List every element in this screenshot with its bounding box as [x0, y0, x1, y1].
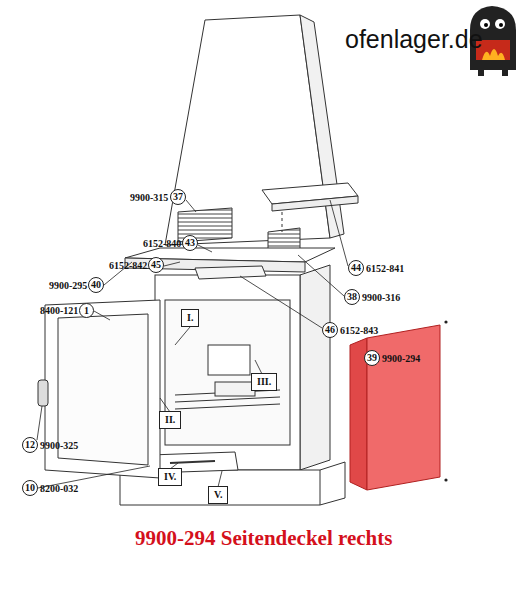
part-number: 6152-842	[109, 260, 147, 271]
part-number: 9900-294	[382, 353, 420, 364]
callout-circle: 39	[364, 350, 380, 366]
callout-number: 37	[173, 192, 183, 202]
detail-marker: V.	[214, 490, 222, 500]
leader-lines	[37, 200, 348, 488]
part-number: 8400-121	[40, 305, 78, 316]
callout-number: 45	[151, 260, 161, 270]
part-number: 6152-843	[340, 325, 378, 336]
callout-number: 40	[91, 280, 101, 290]
callout-circle: 12	[22, 437, 38, 453]
part-number: 6152-840	[143, 238, 181, 249]
part-number: 9900-316	[362, 292, 400, 303]
callout-circle: 44	[348, 260, 364, 276]
callout-number: 46	[325, 325, 335, 335]
callout-number: 44	[351, 263, 361, 273]
callout-circle: 43	[182, 235, 198, 251]
callout-circle: 45	[148, 257, 164, 273]
callout-circle: 10	[22, 480, 38, 496]
part-number: 9900-315	[130, 192, 168, 203]
callout-number: 10	[25, 483, 35, 493]
callout-number: 43	[185, 238, 195, 248]
part-number: 9900-295	[49, 280, 87, 291]
part-number: 9900-325	[40, 440, 78, 451]
caption-text: 9900-294 Seitendeckel rechts	[135, 526, 392, 551]
detail-box: V.	[208, 486, 228, 504]
callout-circle: 38	[344, 289, 360, 305]
detail-marker: II.	[165, 415, 175, 425]
detail-box: II.	[159, 411, 181, 429]
callout-circle: 46	[322, 322, 338, 338]
callout-number: 12	[25, 440, 35, 450]
part-number: 6152-841	[366, 263, 404, 274]
detail-box: III.	[251, 373, 277, 391]
callout-number: 38	[347, 292, 357, 302]
detail-marker: IV.	[164, 472, 176, 482]
callout-number: 1	[84, 306, 89, 316]
callout-circle: 1	[79, 303, 94, 318]
part-number: 8200-032	[40, 483, 78, 494]
stove-body	[38, 15, 358, 505]
callout-number: 39	[367, 353, 377, 363]
detail-marker: III.	[257, 377, 271, 387]
detail-box: IV.	[158, 468, 182, 486]
logo-text: ofenlager.de	[345, 26, 483, 54]
callout-circle: 37	[170, 189, 186, 205]
callout-circle: 40	[88, 277, 104, 293]
side-cover	[350, 320, 448, 490]
detail-marker: I.	[187, 313, 193, 323]
detail-box: I.	[181, 309, 199, 327]
